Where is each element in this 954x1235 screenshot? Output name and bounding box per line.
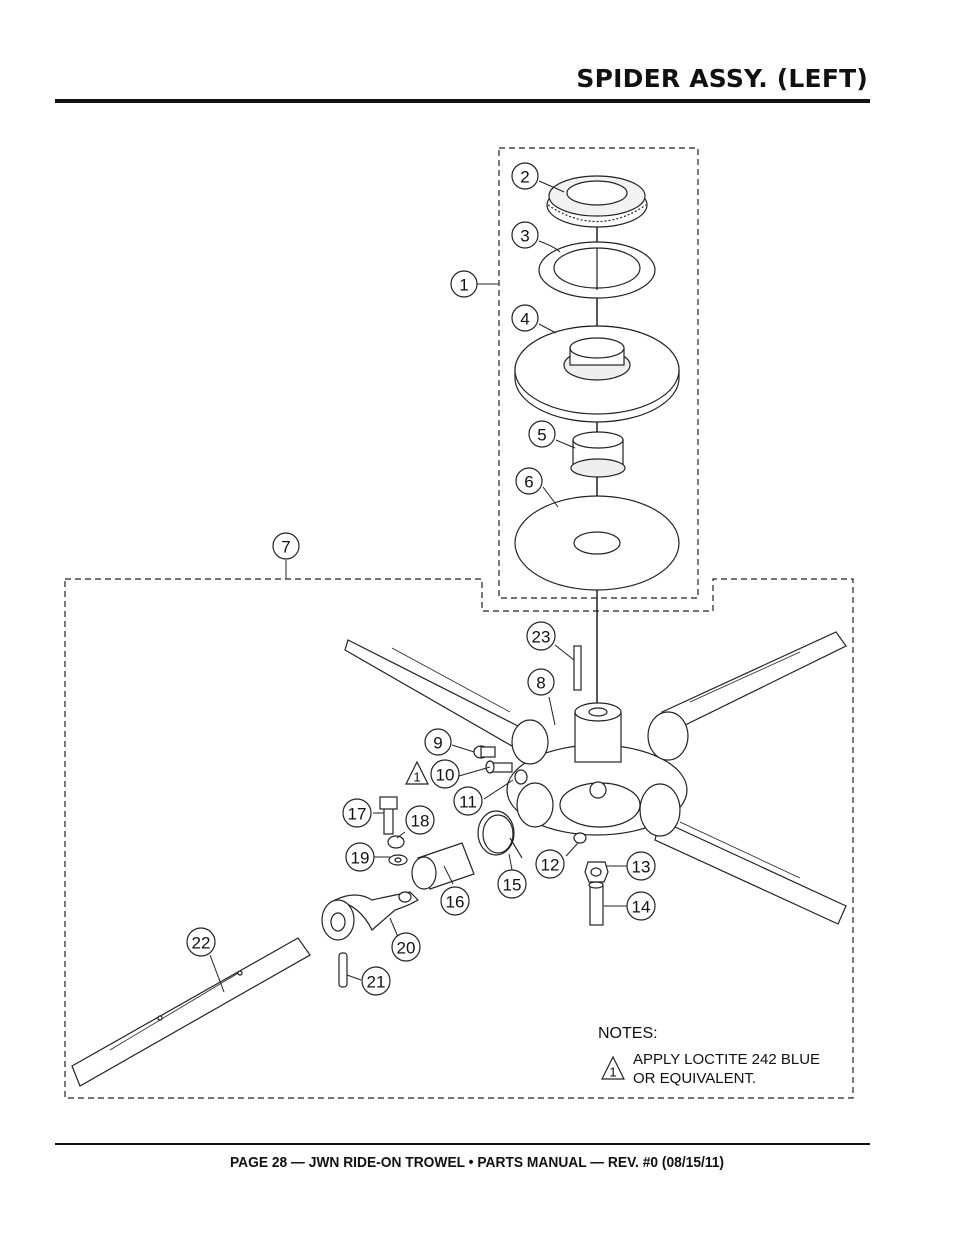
callout-8 [527, 668, 555, 696]
notes-line-1: APPLY LOCTITE 242 BLUE [633, 1051, 820, 1068]
part-21-pin [338, 952, 348, 988]
callout-7-label: 7 [281, 538, 290, 557]
callout-9-label: 9 [433, 734, 442, 753]
callout-2-label: 2 [520, 168, 529, 187]
callout-10 [430, 759, 460, 789]
part-16-sleeve [411, 842, 475, 890]
part-20-lever [321, 891, 419, 941]
leader-lines [209, 180, 627, 993]
assembly-7-boundary [64, 578, 854, 1099]
callout-10-label: 10 [436, 766, 455, 785]
callout-14 [626, 891, 656, 921]
callout-2 [511, 162, 539, 190]
part-5-bushing [570, 431, 626, 478]
callout-5-label: 5 [537, 426, 546, 445]
part-19-washer [388, 854, 408, 866]
part-17-bolt [379, 796, 398, 835]
warning-marker-label: 1 [413, 770, 420, 785]
callout-3 [511, 221, 539, 249]
callout-23 [526, 621, 556, 651]
notes-line-2: OR EQUIVALENT. [633, 1070, 756, 1087]
notes-heading: NOTES: [598, 1025, 658, 1042]
callout-17-label: 17 [348, 805, 367, 824]
callout-18-label: 18 [411, 812, 430, 831]
callout-21-label: 21 [367, 973, 386, 992]
callout-11 [453, 786, 483, 816]
part-13-nut [584, 861, 609, 883]
callout-23-label: 23 [532, 628, 551, 647]
callout-15-label: 15 [503, 876, 522, 895]
callout-6 [515, 467, 543, 495]
spider-hub [506, 702, 689, 837]
part-14-bolt [588, 881, 604, 926]
part-11-o-ring [514, 769, 528, 785]
callout-5 [528, 420, 556, 448]
callout-11-label: 11 [459, 793, 477, 812]
callout-12-label: 12 [541, 856, 560, 875]
callout-16-label: 16 [446, 893, 465, 912]
header-rule [55, 99, 870, 103]
callout-22 [186, 927, 216, 957]
footer-rule [55, 1143, 870, 1145]
callout-4 [511, 304, 539, 332]
part-9-fitting [473, 745, 496, 759]
callout-12 [535, 849, 565, 879]
spider-arm-upper-right [661, 631, 847, 731]
callout-17 [342, 798, 372, 828]
page-footer: PAGE 28 — JWN RIDE-ON TROWEL • PARTS MAN… [229, 1154, 725, 1171]
part-6-disc [514, 495, 680, 591]
part-12-nut [573, 832, 587, 844]
callout-19-label: 19 [351, 849, 370, 868]
part-4-plate [514, 325, 680, 423]
part-2-bearing-cap [546, 175, 648, 228]
callout-19 [345, 842, 375, 872]
callout-20 [391, 932, 421, 962]
callout-22-label: 22 [192, 934, 211, 953]
callout-3-label: 3 [520, 227, 529, 246]
callout-1-label: 1 [459, 276, 468, 295]
part-18-nut [387, 835, 405, 849]
warning-triangle-icon [405, 760, 429, 785]
part-22-arm-shaft [71, 937, 311, 1087]
callout-15 [497, 869, 527, 899]
part-3-washer [538, 241, 656, 299]
part-10-grease-zerk [485, 760, 513, 774]
part-23-pin [573, 645, 582, 691]
callout-7 [272, 532, 300, 560]
spider-arm-lower-right [654, 819, 847, 925]
page-title: SPIDER ASSY. (LEFT) [576, 64, 868, 93]
callout-20-label: 20 [397, 939, 416, 958]
callout-6-label: 6 [524, 473, 533, 492]
callout-circles [186, 162, 656, 996]
callout-21 [361, 966, 391, 996]
notes-marker-label: 1 [609, 1065, 616, 1080]
callout-4-label: 4 [520, 310, 529, 329]
part-15-spring [477, 810, 523, 859]
callout-14-label: 14 [632, 898, 651, 917]
callout-18 [405, 805, 435, 835]
notes-warning-triangle-icon [601, 1055, 625, 1080]
callout-9 [424, 728, 452, 756]
callout-1 [450, 270, 478, 298]
assembly-1-boundary [498, 147, 699, 599]
callout-8-label: 8 [536, 674, 545, 693]
callout-13 [626, 851, 656, 881]
callout-16 [440, 886, 470, 916]
callout-13-label: 13 [632, 858, 651, 877]
